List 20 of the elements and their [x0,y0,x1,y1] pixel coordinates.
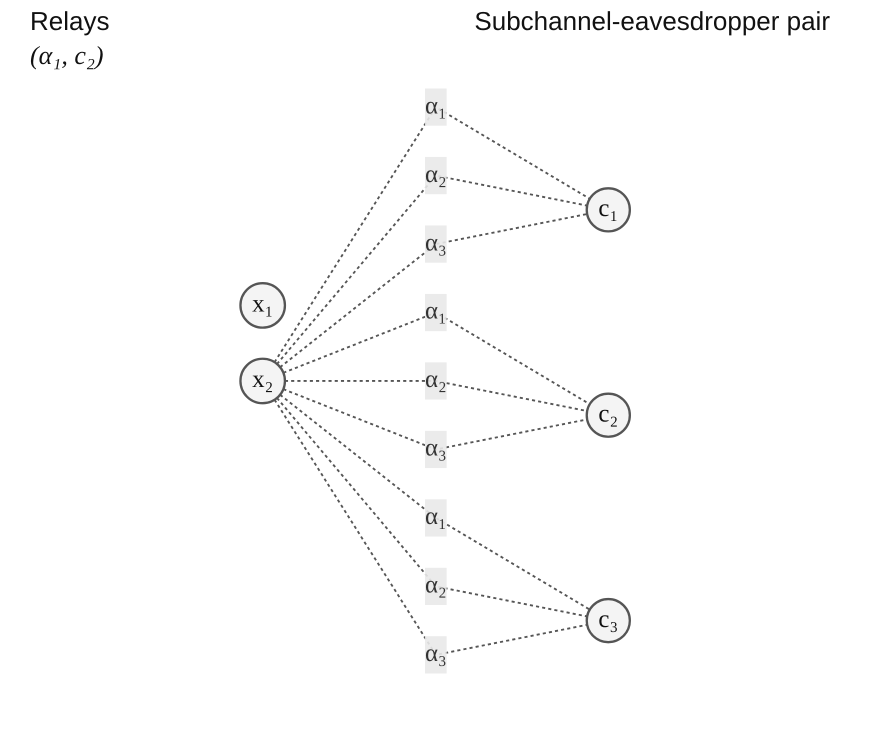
edge-label: α₂ [424,366,447,394]
edge-label: α₂ [424,572,447,599]
pair-notation: (α₁, c₂) [30,41,104,71]
column-heading: Relays [30,6,110,37]
edge-label: α₂ [424,162,447,188]
connector [276,174,588,365]
edge-label: α₁ [424,93,447,120]
connector [279,213,588,368]
edge-label: α₁ [424,298,447,325]
relay-network-diagram: α₁ α₂ α₃ α₁ α₂ α₃ α₁ α₂ α₃ x₁ x₂ c₁ c₂ c₃ [228,76,642,686]
edge-label: α₃ [424,230,447,257]
node-circle [239,358,286,404]
node-circle [239,282,286,329]
column-heading: Subchannel-eavesdropper pair [474,6,830,36]
edge-label: α₃ [424,435,447,462]
node-circle [585,187,631,233]
edge-label: α₃ [424,640,447,668]
edge-label: α₁ [424,504,447,530]
node-circle [585,392,631,438]
node-circle [585,598,631,644]
